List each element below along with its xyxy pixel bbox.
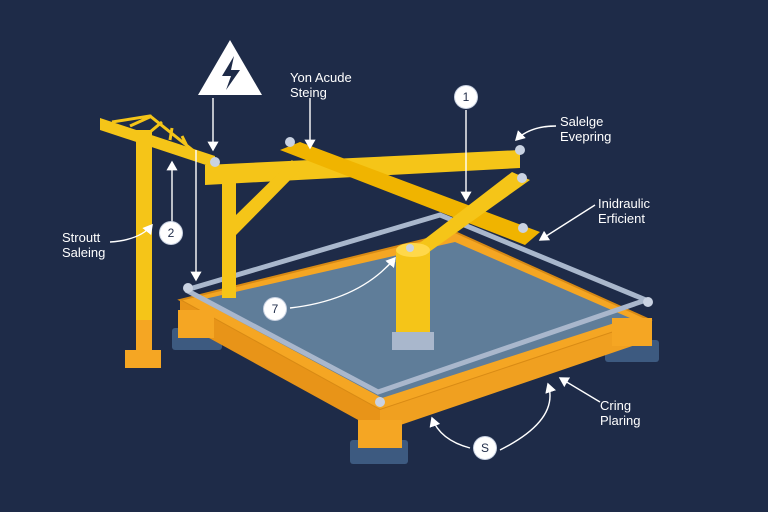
- label-line: Steing: [290, 85, 327, 100]
- leader-lines: [109, 98, 601, 451]
- label-line: Inidraulic: [598, 196, 651, 211]
- label-top-right: Salelge Evepring: [560, 114, 611, 144]
- label-left: Stroutt Saleing: [62, 230, 105, 260]
- label-top-center: Yon Acude Steing: [290, 70, 352, 100]
- bolts: [183, 137, 653, 407]
- badge-5: S: [474, 437, 496, 459]
- label-right-middle: Inidraulic Erficient: [598, 196, 650, 226]
- label-line: Erficient: [598, 211, 645, 226]
- badge-1: 1: [455, 86, 477, 108]
- label-line: Stroutt: [62, 230, 101, 245]
- label-line: Yon Acude: [290, 70, 352, 85]
- guard-rails: [184, 212, 647, 395]
- label-line: Salelge: [560, 114, 604, 129]
- label-line: Cring: [600, 398, 632, 413]
- label-line: Saleing: [62, 245, 106, 260]
- label-bottom-right: Cring Plaring: [600, 398, 640, 428]
- yellow-beams: [205, 142, 540, 350]
- label-line: Evepring: [560, 129, 612, 144]
- crane: [100, 114, 215, 352]
- badge-7: 7: [264, 298, 286, 320]
- label-line: Plaring: [600, 413, 641, 428]
- badge-2: 2: [160, 222, 182, 244]
- high-voltage-warning-icon: [198, 40, 262, 95]
